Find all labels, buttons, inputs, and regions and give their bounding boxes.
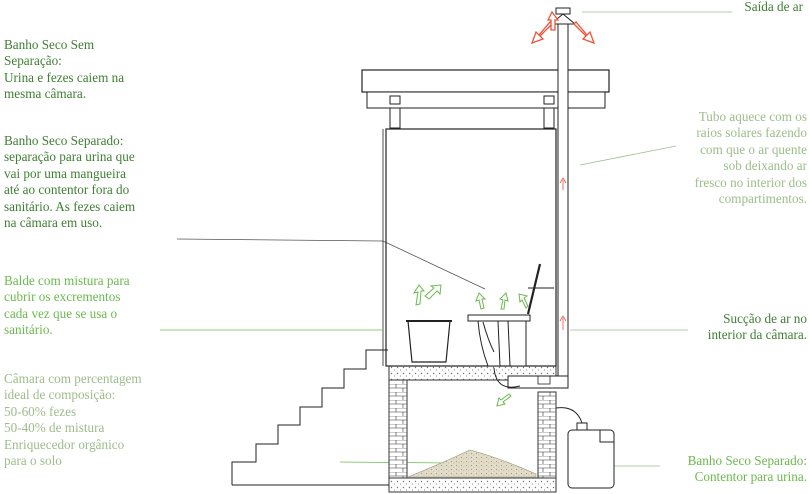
roof [361, 69, 610, 93]
brick-wall-right [537, 391, 557, 479]
label-tubo-aquece: Tubo aquece com os raios solares fazendo… [694, 109, 807, 207]
vent-pipe [493, 7, 577, 389]
compost-pile [407, 449, 537, 478]
pipe-airflow-arrows [559, 177, 567, 330]
label-banho-seco-separado: Banho Seco Separado: separação para urin… [4, 133, 136, 231]
label-saida-de-ar: Saída de ar [744, 0, 803, 14]
urine-container [555, 407, 615, 489]
bucket [407, 320, 451, 363]
leader-tubo [579, 145, 677, 166]
label-succao-de-ar: Sucção de ar no interior da câmara. [707, 311, 807, 343]
toilet [467, 263, 554, 367]
leader-lines [160, 11, 732, 467]
air-outlet-arrows [530, 10, 596, 45]
label-balde: Balde com mistura para cubrir os excreme… [4, 273, 130, 338]
label-banho-seco-sem-separacao: Banho Seco Sem Separação: Urina e fezes … [4, 37, 125, 102]
label-camara: Câmara com percentagem ideal de composiç… [4, 371, 142, 469]
airflow-green-arrows [412, 284, 529, 407]
cabin-walls [385, 128, 557, 367]
label-contentor-urina: Banho Seco Separado: Contentor para urin… [687, 453, 807, 485]
foundation [388, 477, 557, 493]
brick-wall-left [388, 379, 408, 479]
stairs [231, 349, 388, 485]
roof-beam [366, 91, 606, 109]
leader-separado [176, 238, 486, 290]
